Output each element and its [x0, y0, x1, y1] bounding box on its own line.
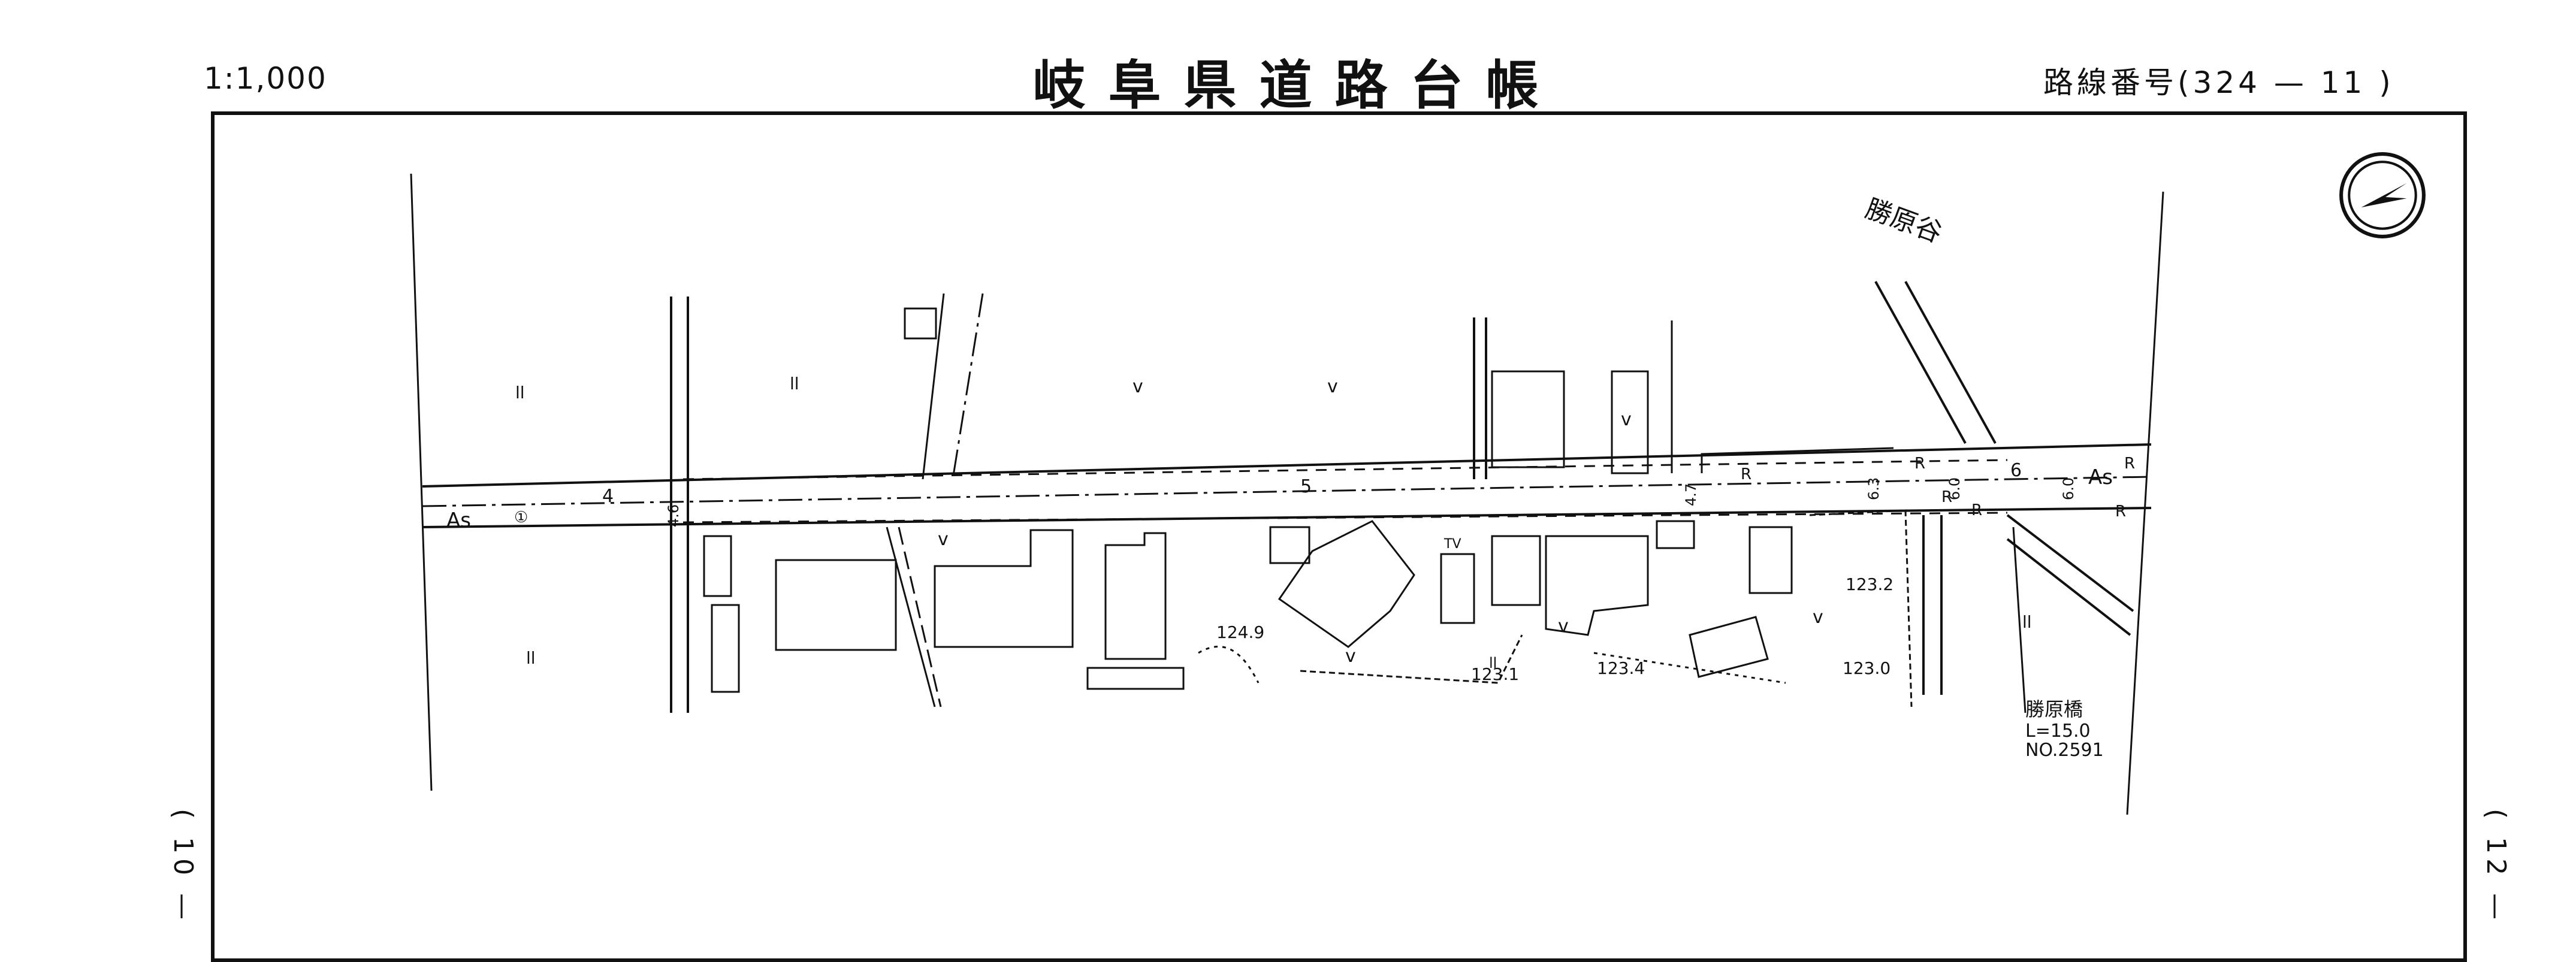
pavement-label: As	[446, 509, 471, 533]
elevation-label: 123.2	[1846, 574, 1894, 594]
field-v-mark: v	[1327, 376, 1338, 397]
field-mark: ll	[790, 374, 799, 394]
bridge-number: NO.2591	[2025, 740, 2104, 761]
building	[775, 559, 897, 651]
river-name: 勝原谷	[1861, 193, 1946, 249]
road-edge-north	[422, 443, 2152, 488]
field-v-mark: v	[1133, 376, 1143, 397]
building	[703, 535, 732, 597]
road-centerline	[422, 476, 2152, 507]
building	[934, 529, 1074, 648]
building	[1748, 526, 1793, 594]
field-v-mark: v	[1813, 607, 1823, 628]
field-v-mark: v	[1345, 646, 1356, 667]
north-arrow-icon	[2339, 152, 2426, 238]
survey-mark: ①	[514, 509, 528, 527]
width-label: 6.0	[2060, 477, 2077, 500]
field-v-mark: v	[938, 529, 949, 550]
building	[1440, 553, 1475, 624]
width-label: 6.3	[1865, 477, 1882, 500]
field-mark: ll	[515, 383, 525, 403]
map-right-boundary	[2126, 191, 2164, 815]
station-label: 4	[602, 486, 614, 507]
hedge	[1809, 509, 1913, 707]
lane-north-a	[922, 293, 945, 480]
tv-mark: TV	[1443, 537, 1461, 552]
building	[1104, 532, 1167, 660]
field-mark: ll	[2022, 612, 2032, 632]
field-mark: ll	[526, 648, 536, 668]
elevation-label: 124.9	[1216, 622, 1264, 642]
page-title: 岐阜県道路台帳	[1032, 55, 1562, 116]
route-number: 路線番号(324 — 11 )	[2043, 65, 2394, 100]
bridge-name: 勝原橋	[2025, 698, 2083, 721]
lane-south-a	[886, 527, 936, 707]
r-label: R	[1741, 465, 1751, 483]
river-bank-south	[2006, 514, 2134, 636]
hedge	[1300, 634, 1523, 684]
lane-north-b	[952, 293, 984, 480]
junction-corner	[1701, 447, 1894, 473]
lane-south-b	[898, 527, 942, 707]
r-label: R	[2124, 455, 2135, 473]
pavement-label: As	[2088, 465, 2113, 489]
station-label: 6	[2010, 460, 2022, 481]
building	[1278, 520, 1415, 648]
r-label: R	[1914, 455, 1925, 473]
field-v-mark: v	[1621, 409, 1632, 430]
building	[1545, 535, 1649, 636]
station-label: 5	[1300, 476, 1312, 497]
building	[1086, 667, 1185, 690]
map-left-boundary	[410, 173, 433, 791]
building	[1689, 616, 1769, 678]
field-v-mark: v	[1558, 616, 1569, 637]
building	[1491, 535, 1541, 606]
r-label: R	[1941, 488, 1952, 506]
bridge-line	[2012, 527, 2027, 713]
r-label: R	[1971, 501, 1982, 519]
width-label: 6.0	[1946, 477, 1963, 500]
road-map-drawing: As As ① 4 5 6 4.6 4.7 6.3 6.0 6.0 勝原谷 TV…	[410, 173, 2164, 815]
road-dashed-south	[682, 512, 2008, 524]
map-scale: 1:1,000	[204, 61, 327, 96]
river-bank	[1874, 281, 1997, 444]
width-label: 4.6	[665, 504, 682, 527]
building	[711, 604, 740, 693]
page-ref-right: ( 12 —	[2481, 809, 2511, 925]
elevation-label: 123.0	[1843, 658, 1891, 678]
r-label: R	[2115, 503, 2126, 521]
hedge	[1593, 652, 1786, 684]
bridge-length: L=15.0	[2025, 721, 2091, 742]
building	[1269, 526, 1310, 564]
footpath	[1198, 646, 1260, 683]
building	[1656, 520, 1695, 549]
building	[1611, 370, 1649, 474]
building	[1491, 370, 1565, 468]
width-label: 4.7	[1683, 483, 1699, 506]
elevation-label: 123.1	[1471, 664, 1519, 684]
elevation-label: 123.4	[1597, 658, 1645, 678]
field-mark: ll	[1489, 655, 1497, 671]
building	[904, 307, 937, 340]
road-dashed-north	[682, 459, 2008, 480]
page-ref-left: ( 10 —	[168, 809, 198, 925]
